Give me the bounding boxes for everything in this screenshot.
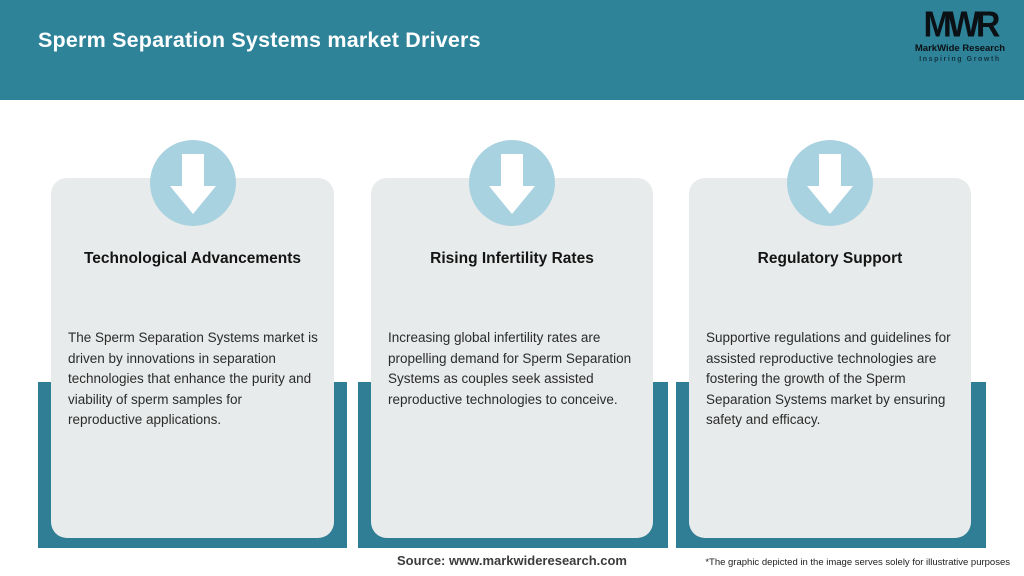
card-title: Technological Advancements <box>83 250 302 267</box>
down-arrow-icon <box>150 140 236 226</box>
page-title: Sperm Separation Systems market Drivers <box>38 28 481 52</box>
header-banner: Sperm Separation Systems market Drivers … <box>0 0 1024 100</box>
card-description: The Sperm Separation Systems market is d… <box>68 330 318 427</box>
logo-name: MarkWide Research <box>914 43 1006 54</box>
driver-card-rising-infertility-rates: Rising Infertility Rates Increasing glob… <box>371 178 653 538</box>
logo-acronym: MWR <box>923 5 1001 45</box>
markwide-research-logo: MWR MarkWide Research Inspiring Growth <box>912 5 1008 63</box>
card-description: Increasing global infertility rates are … <box>388 330 632 407</box>
card-title: Rising Infertility Rates <box>430 250 594 267</box>
disclaimer-note: *The graphic depicted in the image serve… <box>705 557 1010 568</box>
card-title: Regulatory Support <box>757 250 903 267</box>
down-arrow-icon <box>787 140 873 226</box>
down-arrow-icon <box>469 140 555 226</box>
logo-tagline: Inspiring Growth <box>919 55 1001 63</box>
card-description: Supportive regulations and guidelines fo… <box>706 330 951 427</box>
source-attribution: Source: www.markwideresearch.com <box>396 553 627 568</box>
driver-card-regulatory-support: Regulatory Support Supportive regulation… <box>689 178 971 538</box>
driver-card-technological-advancements: Technological Advancements The Sperm Sep… <box>51 178 334 538</box>
